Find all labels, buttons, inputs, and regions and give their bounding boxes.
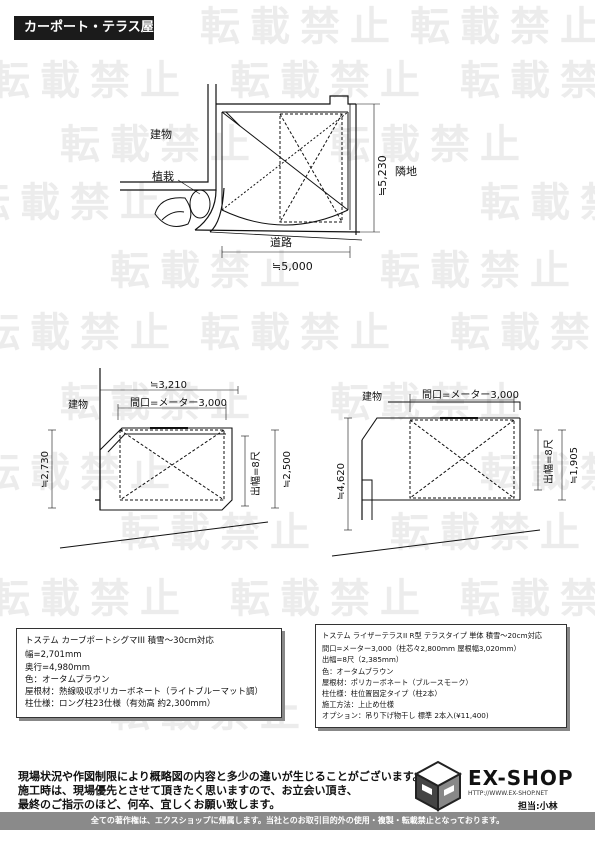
carport-spec-line: 奥行=4,980mm	[25, 662, 91, 673]
terrace-height-left: ≒4,620	[336, 463, 347, 500]
carport-spec-title: トステム カーブポートシグマIII 積雪～30cm対応	[25, 636, 214, 646]
terrace-height-right: ≒1,905	[569, 447, 580, 484]
notice-line: 最終のご指示のほど、何卒、宜しくお願い致します。	[18, 798, 281, 811]
drawings: 建物 植栽 隣地 道路 ≒5,000 ≒5,230 建物 ≒3,210 間口=メ…	[40, 84, 580, 557]
plan-building-label: 建物	[150, 127, 172, 141]
terrace-spec-line: 色：オータムブラウン	[322, 666, 394, 676]
staff-name: 担当:小林	[518, 802, 558, 812]
terrace-spec-box: トステム ライザーテラスII R型 テラスタイプ 単体 積雪～20cm対応 間口…	[315, 624, 567, 728]
brand-name: EX-SHOP	[468, 766, 574, 790]
carport-spec-line: 色：オータムブラウン	[25, 674, 110, 685]
carport-spec-line: 幅=2,701mm	[25, 650, 82, 661]
plan-width-dimension: ≒5,000	[272, 260, 313, 273]
brand-block: EX-SHOP HTTP://WWW.EX-SHOP.NET 担当:小林	[410, 760, 590, 812]
terrace-frontage: 間口=メーター3,000	[422, 389, 519, 401]
brand-logo-icon	[413, 760, 463, 812]
plan-depth-dimension: ≒5,230	[376, 155, 389, 196]
notice-text: 現場状況や作図制限により概略図の内容と多少の違いが生じることがございます。 施工…	[18, 770, 424, 812]
terrace-spec-line: 施工方法：上止め仕様	[322, 700, 394, 710]
terrace-spec-line: オプション：吊り下げ物干し 標準 2本入(¥11,400)	[322, 711, 489, 721]
notice-line: 施工時は、現場優先とさせて頂きたく思いますので、お立会い頂き、	[18, 784, 358, 797]
carport-spec-line: 柱仕様：ロング柱23仕様（有効高 約2,300mm）	[25, 699, 216, 710]
document-title: カーポート・テラス屋根	[14, 16, 154, 59]
notice-line: 現場状況や作図制限により概略図の内容と多少の違いが生じることがございます。	[18, 770, 424, 783]
terrace-spec-line: 間口=メーター3,000（柱芯々2,800mm 屋根幅3,020mm）	[322, 644, 521, 654]
terrace-spec-line: 屋根材：ポリカーボネート（ブルースモーク）	[322, 677, 473, 687]
brand-url: HTTP://WWW.EX-SHOP.NET	[468, 790, 548, 797]
carport-height-left: ≒2,730	[40, 451, 51, 488]
terrace-building-label: 建物	[362, 390, 382, 403]
carport-frontage: 間口=メーター3,000	[130, 397, 227, 409]
carport-spec-line: 屋根材：熱線吸収ポリカーボネート（ライトブルーマット調）	[25, 687, 264, 698]
plan-view	[120, 84, 380, 258]
carport-spec-box: トステム カーブポートシグマIII 積雪～30cm対応 幅=2,701mm 奥行…	[16, 628, 282, 718]
footer-copyright: 全ての著作権は、エクスショップに帰属します。当社とのお取引目的外の使用・複製・転…	[0, 812, 595, 830]
plan-planting-label: 植栽	[152, 169, 174, 183]
terrace-spec-line: 出幅=8尺（2,385mm）	[322, 655, 404, 665]
terrace-spec-line: 柱仕様：柱位置固定タイプ（柱2本）	[322, 689, 442, 699]
plan-road-label: 道路	[270, 235, 292, 249]
carport-elevation	[48, 368, 279, 549]
terrace-spec-title: トステム ライザーテラスII R型 テラスタイプ 単体 積雪～20cm対応	[322, 631, 542, 640]
terrace-elevation	[331, 394, 566, 557]
carport-height-right: ≒2,500	[282, 451, 293, 488]
carport-overhang: 出幅=8尺	[249, 451, 262, 496]
carport-total-width: ≒3,210	[150, 380, 187, 391]
terrace-overhang: 出幅=8尺	[542, 439, 555, 484]
carport-building-label: 建物	[68, 398, 88, 411]
plan-neighbor-label: 隣地	[395, 164, 417, 178]
